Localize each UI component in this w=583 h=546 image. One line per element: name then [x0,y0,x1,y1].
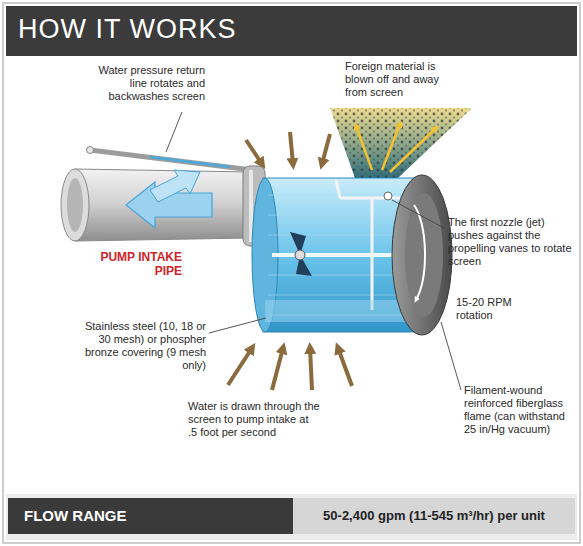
end-cap-face [405,193,443,317]
band-text: FLOW RANGE [24,507,127,525]
screen-band [265,300,415,322]
inflow-arrows [228,132,352,390]
part-name: PUMP INTAKE PIPE [100,250,182,278]
pipe-end [61,169,89,241]
nozzle-jet [384,192,392,200]
callout-text: Water is drawn through the screen to pum… [188,400,320,439]
rotation-arrow [414,205,425,300]
return-line-end [87,147,94,154]
label-band: FLOW RANGE [8,498,293,534]
propelling-vanes [290,232,312,276]
footer-ground [6,494,577,540]
band-text: 50-2,400 gpm (11-545 m³/hr) per unit [323,508,545,524]
return-line-water [150,157,230,167]
outer-frame [3,3,580,543]
shaft [272,253,408,257]
pipe-bore [67,178,83,232]
callout-text: Foreign material is blown off and away f… [345,60,460,99]
debris-dots [330,108,472,178]
callout-text: Water pressure return line rotates and b… [80,64,205,103]
spray-cone [330,108,472,178]
spray-arrow [390,128,436,172]
callout-text: Filament-wound reinforced fiberglass fla… [464,384,576,436]
jet-pipe [336,180,340,198]
return-line [90,150,252,170]
nozzle-arm [371,198,374,310]
end-cap [392,175,452,335]
callout-text: 15-20 RPM rotation [456,296,526,322]
value-band: 50-2,400 gpm (11-545 m³/hr) per unit [293,498,575,534]
callout-text: The first nozzle (jet) pushes against th… [448,216,574,268]
leader-lines [166,112,461,390]
title-band [6,6,577,56]
spray-arrow [382,124,400,170]
title: HOW IT WORKS [18,13,237,45]
flow-arrow [150,170,200,202]
hub [295,250,305,260]
intake-pipe [75,169,250,241]
spray-arrow [356,126,372,170]
callout-text: Stainless steel (10, 18 or 30 mesh) or p… [80,320,206,372]
